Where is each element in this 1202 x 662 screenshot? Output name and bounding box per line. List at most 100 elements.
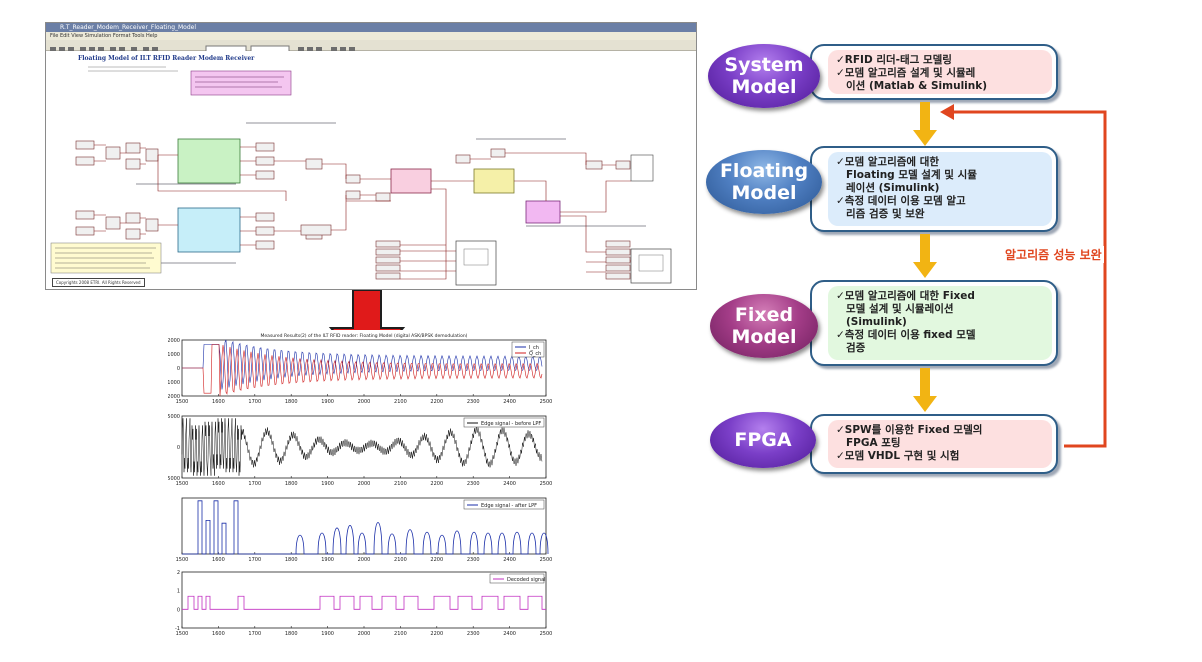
x-tick-label: 2200 — [430, 399, 443, 405]
x-tick-label: 2500 — [540, 631, 552, 637]
design-flow-diagram: 알고리즘 성능 보완 ✓RFID 리더-태그 모델링 ✓모뎀 알고리즘 설계 및… — [700, 0, 1202, 662]
stage-fixed-item: ✓모뎀 알고리즘에 대한 Fixed — [836, 290, 975, 302]
x-tick-label: 2200 — [430, 631, 443, 637]
y-tick-label: 1 — [177, 589, 180, 595]
x-tick-label: 2300 — [467, 481, 480, 487]
x-tick-label: 2400 — [503, 399, 516, 405]
plot1-series-qch — [182, 344, 543, 397]
x-tick-label: 2300 — [467, 557, 480, 563]
simulink-toolbar — [46, 40, 696, 55]
plot-legend — [463, 499, 545, 510]
stage-floating-item: 리즘 검증 및 보완 — [846, 208, 925, 220]
x-tick-label: 2200 — [430, 481, 443, 487]
stage-floating-text: ✓모뎀 알고리즘에 대한 Floating 모델 설계 및 시뮬 레이션 (Si… — [828, 152, 1052, 226]
x-tick-label: 1600 — [212, 631, 225, 637]
y-tick-label: 2000 — [168, 338, 180, 344]
plot2-series-edge — [181, 418, 543, 476]
x-tick-label: 2100 — [394, 557, 407, 563]
stage-floating-item: ✓모뎀 알고리즘에 대한 — [836, 156, 940, 168]
stage-system-text: ✓RFID 리더-태그 모델링 ✓모뎀 알고리즘 설계 및 시뮬레 이션 (Ma… — [828, 50, 1052, 94]
feedback-loop-arrow — [940, 104, 1107, 448]
x-tick-label: 2300 — [467, 399, 480, 405]
simulink-canvas: Floating Model of ILT RFID Reader Modem … — [46, 51, 696, 289]
stage-floating-box: ✓모뎀 알고리즘에 대한 Floating 모델 설계 및 시뮬 레이션 (Si… — [810, 146, 1058, 232]
x-tick-label: 1500 — [176, 631, 189, 637]
x-tick-label: 1900 — [321, 399, 334, 405]
x-tick-label: 1700 — [248, 631, 261, 637]
plot-legend — [463, 417, 545, 428]
x-tick-label: 1900 — [321, 557, 334, 563]
x-tick-label: 2100 — [394, 481, 407, 487]
stage-floating-label: Floating — [719, 160, 809, 182]
y-tick-label: 1000 — [168, 352, 180, 358]
plot1-title: Measured Results(2) of the ILT RFID read… — [261, 333, 468, 339]
plot-legend — [489, 573, 545, 584]
stage-system-item: ✓모뎀 알고리즘 설계 및 시뮬레 — [836, 67, 976, 79]
x-tick-label: 2000 — [358, 631, 371, 637]
y-tick-label: -1000 — [168, 380, 180, 386]
stage-fpga-label: FPGA — [734, 429, 792, 451]
plot-iq-signals: Measured Results(2) of the ILT RFID read… — [168, 330, 552, 408]
stage-fpga-box: ✓SPW를 이용한 Fixed 모델의 FPGA 포팅 ✓모뎀 VHDL 구현 … — [810, 414, 1058, 474]
x-tick-label: 2000 — [358, 399, 371, 405]
x-tick-label: 1800 — [285, 557, 298, 563]
x-tick-label: 1900 — [321, 631, 334, 637]
simulink-model-title: Floating Model of ILT RFID Reader Modem … — [78, 55, 255, 62]
simulink-menubar: File Edit View Simulation Format Tools H… — [46, 32, 696, 40]
x-tick-label: 2100 — [394, 399, 407, 405]
stage-fixed-item: (Simulink) — [846, 316, 907, 328]
stage-system-item: 이션 (Matlab & Simulink) — [846, 80, 988, 92]
stage-fpga-item: FPGA 포팅 — [846, 437, 901, 449]
y-tick-label: -1 — [175, 626, 180, 632]
x-tick-label: 2400 — [503, 481, 516, 487]
x-tick-label: 1800 — [285, 481, 298, 487]
stage-floating-item: Floating 모델 설계 및 시뮬 — [846, 169, 977, 181]
plot4-series-decoded — [182, 595, 546, 610]
stage-floating-item: ✓측정 데이터 이용 모뎀 알고 — [836, 195, 966, 207]
plot1-svg: Measured Results(2) of the ILT RFID read… — [168, 333, 552, 405]
stage-fixed-item: 검증 — [846, 342, 866, 354]
y-tick-label: -5000 — [168, 476, 180, 482]
x-tick-label: 1900 — [321, 481, 334, 487]
yellow-down-arrow — [913, 234, 937, 278]
x-tick-label: 2200 — [430, 557, 443, 563]
stage-fixed-label: Fixed — [734, 304, 794, 326]
stage-floating-label: Model — [731, 182, 797, 204]
stage-fixed-item: ✓측정 데이터 이용 fixed 모델 — [836, 329, 976, 341]
x-tick-label: 1700 — [248, 399, 261, 405]
y-tick-label: -2000 — [168, 394, 180, 400]
x-tick-label: 1600 — [212, 481, 225, 487]
x-tick-label: 2500 — [540, 557, 552, 563]
x-tick-label: 1500 — [176, 481, 189, 487]
legend-label: Edge signal - after LPF — [481, 503, 537, 509]
x-tick-label: 2300 — [467, 631, 480, 637]
x-tick-label: 1500 — [176, 557, 189, 563]
legend-label: I_ch — [529, 345, 539, 351]
legend-label: Edge signal - before LPF — [481, 421, 541, 427]
stage-fpga-item: ✓모뎀 VHDL 구현 및 시험 — [836, 450, 960, 462]
stage-system-label: Model — [731, 76, 797, 98]
feedback-label: 알고리즘 성능 보완 — [1003, 246, 1104, 263]
simulink-titlebar: R.T_Reader_Modem_Receiver_Floating_Model — [46, 23, 696, 32]
stage-fixed-label: Model — [731, 326, 797, 348]
y-tick-label: 0 — [177, 366, 180, 372]
plot-frame — [181, 571, 547, 629]
y-tick-label: 0 — [177, 607, 180, 613]
stage-fixed-text: ✓모뎀 알고리즘에 대한 Fixed 모델 설계 및 시뮬레이션 (Simuli… — [828, 286, 1052, 360]
plot3-series-edge-lpf — [182, 500, 549, 555]
stage-fpga-item: ✓SPW를 이용한 Fixed 모델의 — [836, 424, 983, 436]
x-tick-label: 1700 — [248, 557, 261, 563]
stage-fixed-item: 모델 설계 및 시뮬레이션 — [846, 303, 954, 315]
stage-system-label: System — [724, 54, 804, 76]
x-tick-label: 1800 — [285, 399, 298, 405]
x-tick-label: 1800 — [285, 631, 298, 637]
yellow-down-arrow — [913, 102, 937, 146]
yellow-down-arrow — [913, 368, 937, 412]
legend-label: Q_ch — [529, 351, 541, 357]
